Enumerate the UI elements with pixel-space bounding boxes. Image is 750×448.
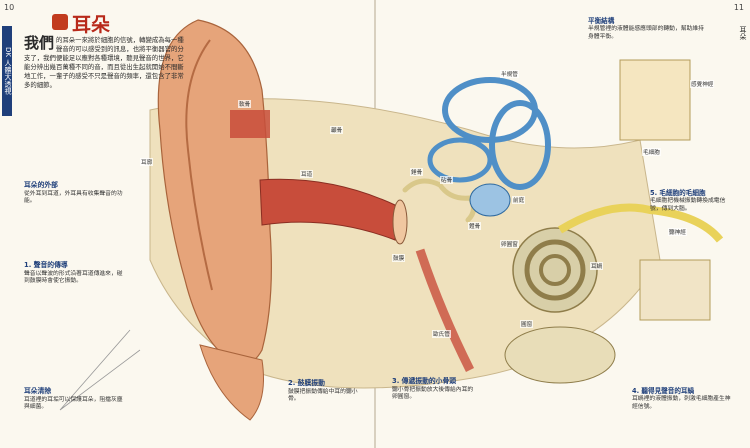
sound-wave-cone <box>59 329 141 411</box>
section-earwax: 耳朵清除 耳道裡的耳垢可以保護耳朵，阻擋灰塵與細菌。 <box>24 387 124 412</box>
eustachian-tube-shape <box>415 248 475 373</box>
label-round-window: 圓窗 <box>520 320 534 328</box>
section-outer: 耳朵的外部 從外耳到耳道，外耳具有收集聲音的功能。 <box>24 181 124 206</box>
label-temporal-bone: 顳骨 <box>330 126 344 134</box>
section-3-title: 3. 傳遞振動的小骨頭 <box>392 377 457 385</box>
earlobe-shape <box>199 344 264 421</box>
section-2-text: 鼓膜把振動傳給中耳的聽小骨。 <box>288 388 358 403</box>
label-sensory: 感覺神經 <box>690 80 715 88</box>
label-canal: 耳道 <box>300 170 314 178</box>
book-icon <box>52 14 68 30</box>
vestibule-shape <box>469 183 511 217</box>
left-side-tab: DK 人體大透視 <box>2 26 12 116</box>
label-eustachian: 歐氏管 <box>432 330 451 338</box>
cochlea-section <box>504 326 616 384</box>
cochlea-inner <box>539 254 571 286</box>
eardrum-shape <box>392 199 408 245</box>
label-nerve: 聽神經 <box>668 228 687 236</box>
semicircular-canal-2 <box>489 100 551 190</box>
section-5: 5. 毛細胞的毛細胞 毛細胞把機械振動轉換成電信號，傳到大腦。 <box>650 189 735 213</box>
section-2: 2. 鼓膜振動 鼓膜把振動傳給中耳的聽小骨。 <box>288 379 366 404</box>
right-page-number: 11 <box>733 3 744 12</box>
intro-paragraph: 我們 的耳朵一來將於細胞的信號，轉變成為每一種聲音的可以感受到的訊息，也將平衡器… <box>24 36 184 90</box>
label-cartilage: 軟骨 <box>238 100 252 108</box>
semicircular-canal-3 <box>427 137 493 183</box>
ear-canal-shape <box>259 178 396 241</box>
auricle-fold <box>185 39 213 291</box>
label-anvil: 砧骨 <box>440 176 454 184</box>
page-title: 耳朵 <box>72 14 111 36</box>
section-3: 3. 傳遞振動的小骨頭 聽小骨把振動放大後傳給內耳的卵圓窗。 <box>392 377 474 402</box>
section-5-title: 5. 毛細胞的毛細胞 <box>650 189 706 197</box>
section-5-text: 毛細胞把機械振動轉換成電信號，傳到大腦。 <box>650 198 726 212</box>
section-4-title: 4. 聽得見聲音的耳蝸 <box>632 387 695 395</box>
section-1: 1. 聲音的傳導 聲音以聲波的形式沿著耳道傳進來，碰到鼓膜時會使它振動。 <box>24 261 124 286</box>
label-hammer: 錘骨 <box>410 168 424 176</box>
section-4-text: 耳蝸裡的液體振動，刺激毛細胞產生神經信號。 <box>632 396 731 410</box>
hair-cell-panel <box>619 59 691 141</box>
section-4: 4. 聽得見聲音的耳蝸 耳蝸裡的液體振動，刺激毛細胞產生神經信號。 <box>632 387 732 411</box>
section-1-text: 聲音以聲波的形式沿著耳道傳進來，碰到鼓膜時會使它振動。 <box>24 270 123 285</box>
auditory-nerve-shape <box>557 203 724 243</box>
semicircular-canal-1 <box>442 77 538 143</box>
label-eardrum: 鼓膜 <box>392 254 406 262</box>
hair-cell-detail <box>639 259 711 321</box>
label-oval-window: 卵圓窗 <box>500 240 519 248</box>
section-earwax-text: 耳道裡的耳垢可以保護耳朵，阻擋灰塵與細菌。 <box>24 396 123 411</box>
section-outer-title: 耳朵的外部 <box>24 181 58 189</box>
left-page-number: 10 <box>4 3 15 12</box>
section-balance-title: 平衡結構 <box>588 17 615 25</box>
section-3-text: 聽小骨把振動放大後傳給內耳的卵圓窗。 <box>392 386 474 401</box>
label-auricle: 耳廓 <box>140 158 154 166</box>
section-balance-text: 半規管裡的液體能感應頭部的轉動，幫助維持身體平衡。 <box>588 26 704 40</box>
cartilage-strip <box>230 110 270 138</box>
label-hair-cells: 毛細胞 <box>642 148 661 156</box>
cochlea-mid <box>524 239 586 301</box>
section-1-title: 1. 聲音的傳導 <box>24 261 68 269</box>
label-semicircular: 半規管 <box>500 70 519 78</box>
right-side-tab: 耳朵 <box>739 26 747 40</box>
intro-lead: 我們 <box>24 34 55 52</box>
section-2-title: 2. 鼓膜振動 <box>288 379 325 387</box>
label-vestibule: 前庭 <box>512 196 526 204</box>
intro-text: 的耳朵一來將於細胞的信號，轉變成為每一種聲音的可以感受到的訊息，也將平衡器官的分… <box>24 36 184 89</box>
section-earwax-title: 耳朵清除 <box>24 387 52 395</box>
section-outer-text: 從外耳到耳道，外耳具有收集聲音的功能。 <box>24 190 123 205</box>
label-stirrup: 鐙骨 <box>468 222 482 230</box>
label-cochlea: 耳蝸 <box>590 262 604 270</box>
section-balance: 平衡結構 半規管裡的液體能感應頭部的轉動，幫助維持身體平衡。 <box>588 17 708 41</box>
